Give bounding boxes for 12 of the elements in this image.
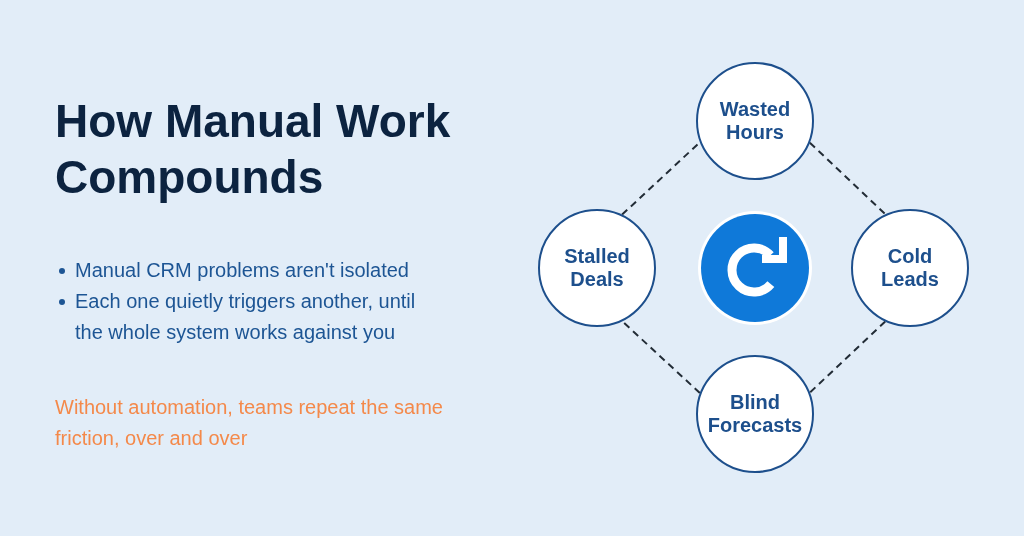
bullet-text: Manual CRM problems aren't isolated xyxy=(75,258,410,283)
node-label: Cold Leads xyxy=(880,245,940,291)
note-text: Without automation, teams repeat the same friction, over and over xyxy=(55,395,444,451)
dashed-connector xyxy=(808,320,887,394)
node-label: Stalled Deals xyxy=(563,245,631,291)
dashed-connector xyxy=(621,141,701,216)
bullet-text: Each one quietly triggers another, until the whole system works against you xyxy=(75,289,417,345)
node-label: Wasted Hours xyxy=(718,98,792,144)
title: How Manual Work Compounds xyxy=(55,94,452,205)
dashed-connector xyxy=(621,320,701,394)
node-label: Blind Forecasts xyxy=(706,391,804,437)
dashed-connector xyxy=(808,141,887,216)
